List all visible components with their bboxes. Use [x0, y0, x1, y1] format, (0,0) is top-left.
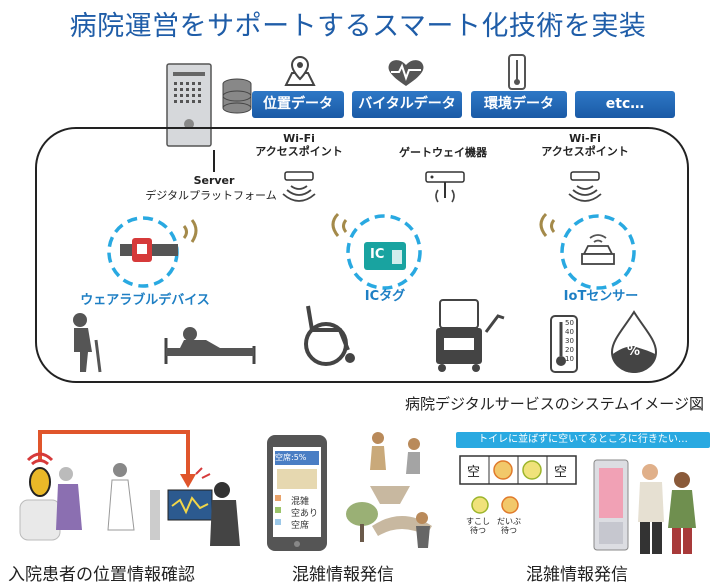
tag-environment-data: 環境データ	[471, 91, 567, 118]
server-sub-label: デジタルプラットフォーム	[145, 189, 277, 202]
gateway-device-icon	[425, 171, 465, 203]
stall-vacant-2: 空	[554, 465, 568, 480]
category-iot-sensor: IoTセンサー	[563, 289, 639, 304]
label-patient-location: 入院患者の位置情報確認	[8, 565, 195, 585]
tick-label: 10	[565, 355, 574, 363]
phone-header: 空席:5%	[275, 453, 307, 462]
thermometer-ticks: 50 40 30 20 10	[565, 319, 574, 364]
gateway-label: ゲートウェイ機器	[399, 146, 487, 159]
heart-pulse-icon	[388, 60, 424, 86]
ic-tag-circle	[331, 212, 422, 290]
humidity-symbol: %	[627, 344, 641, 359]
wifi-ap-right-label: Wi-Fi アクセスポイント	[541, 132, 629, 158]
tag-vital-data: バイタルデータ	[352, 91, 462, 118]
category-wearable-device: ウェアラブルデバイス	[80, 293, 210, 308]
tick-label: 30	[565, 337, 574, 345]
ic-tag-text: IC	[370, 247, 385, 262]
smartphone-icon	[267, 435, 327, 551]
location-check-scene	[19, 430, 240, 546]
tick-label: 50	[565, 319, 574, 327]
lounge-people-scene	[346, 432, 432, 548]
elderly-person-icon	[73, 313, 102, 373]
server-icon	[166, 63, 252, 147]
phone-legend-available: 空あり	[291, 509, 319, 519]
thermometer-small-icon	[508, 54, 526, 90]
iot-sensor-circle	[539, 212, 636, 290]
digital-signage-scene	[593, 459, 696, 554]
wifi-access-point-left-icon	[282, 171, 316, 202]
server-label: Server	[193, 174, 235, 187]
tag-etc: etc…	[575, 91, 675, 118]
label-congestion-info-1: 混雑情報発信	[292, 565, 394, 585]
hospital-bed-icon	[164, 327, 256, 364]
wifi-access-point-right-icon	[568, 171, 602, 202]
humidity-drop-icon	[610, 310, 658, 373]
tag-location-data: 位置データ	[252, 91, 344, 118]
system-boundary	[35, 127, 689, 383]
tick-label: 40	[565, 328, 574, 336]
wearable-device-circle	[107, 216, 198, 288]
category-ic-tag: ICタグ	[364, 289, 406, 304]
legend-long-wait: だいぶ 待つ	[497, 517, 521, 535]
wait-legend-faces	[471, 496, 519, 514]
phone-legend-crowded: 混雑	[291, 497, 310, 507]
tick-label: 20	[565, 346, 574, 354]
location-pin-icon	[284, 55, 316, 86]
legend-short-wait: すこし 待つ	[466, 517, 490, 535]
stall-vacant-1: 空	[467, 465, 481, 480]
toilet-banner: トイレに並ばずに空いてるところに行きたい…	[456, 432, 710, 448]
phone-legend-vacant: 空席	[291, 521, 310, 531]
page-title: 病院運営をサポートするスマート化技術を実装	[69, 11, 647, 42]
system-caption: 病院デジタルサービスのシステムイメージ図	[405, 395, 704, 413]
wheelchair-icon	[304, 305, 355, 366]
medical-monitor-icon	[436, 299, 505, 372]
thermometer-icon	[550, 315, 578, 373]
label-congestion-info-2: 混雑情報発信	[526, 565, 628, 585]
toilet-stall-panel	[459, 455, 577, 485]
wifi-ap-left-label: Wi-Fi アクセスポイント	[255, 132, 343, 158]
